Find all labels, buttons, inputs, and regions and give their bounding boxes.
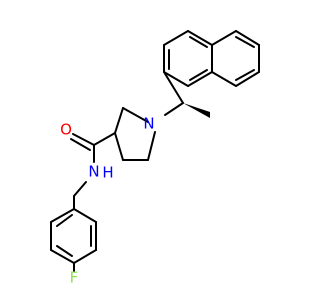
carbonyl-oxygen-label: O: [60, 121, 72, 139]
benzyl-linker: [73, 181, 87, 197]
chiral-center: [163, 71, 210, 118]
amide-hydrogen-label: H: [102, 164, 113, 182]
fluorine-label: F: [70, 269, 79, 287]
molecule-canvas: N O N H F: [50, 30, 260, 287]
carboxamide-group: [70, 132, 116, 163]
amide-nitrogen-label: N: [88, 163, 99, 181]
piperidine-ring: [114, 107, 156, 161]
wedge-bond: [183, 103, 210, 118]
naphthalene-ring-lower: [211, 30, 260, 87]
naphthalene-ring-upper: [163, 30, 213, 87]
fluorophenyl-ring: [50, 195, 97, 272]
ring-nitrogen-label: N: [143, 115, 154, 133]
structure-drawing: N O N H F: [50, 30, 260, 287]
